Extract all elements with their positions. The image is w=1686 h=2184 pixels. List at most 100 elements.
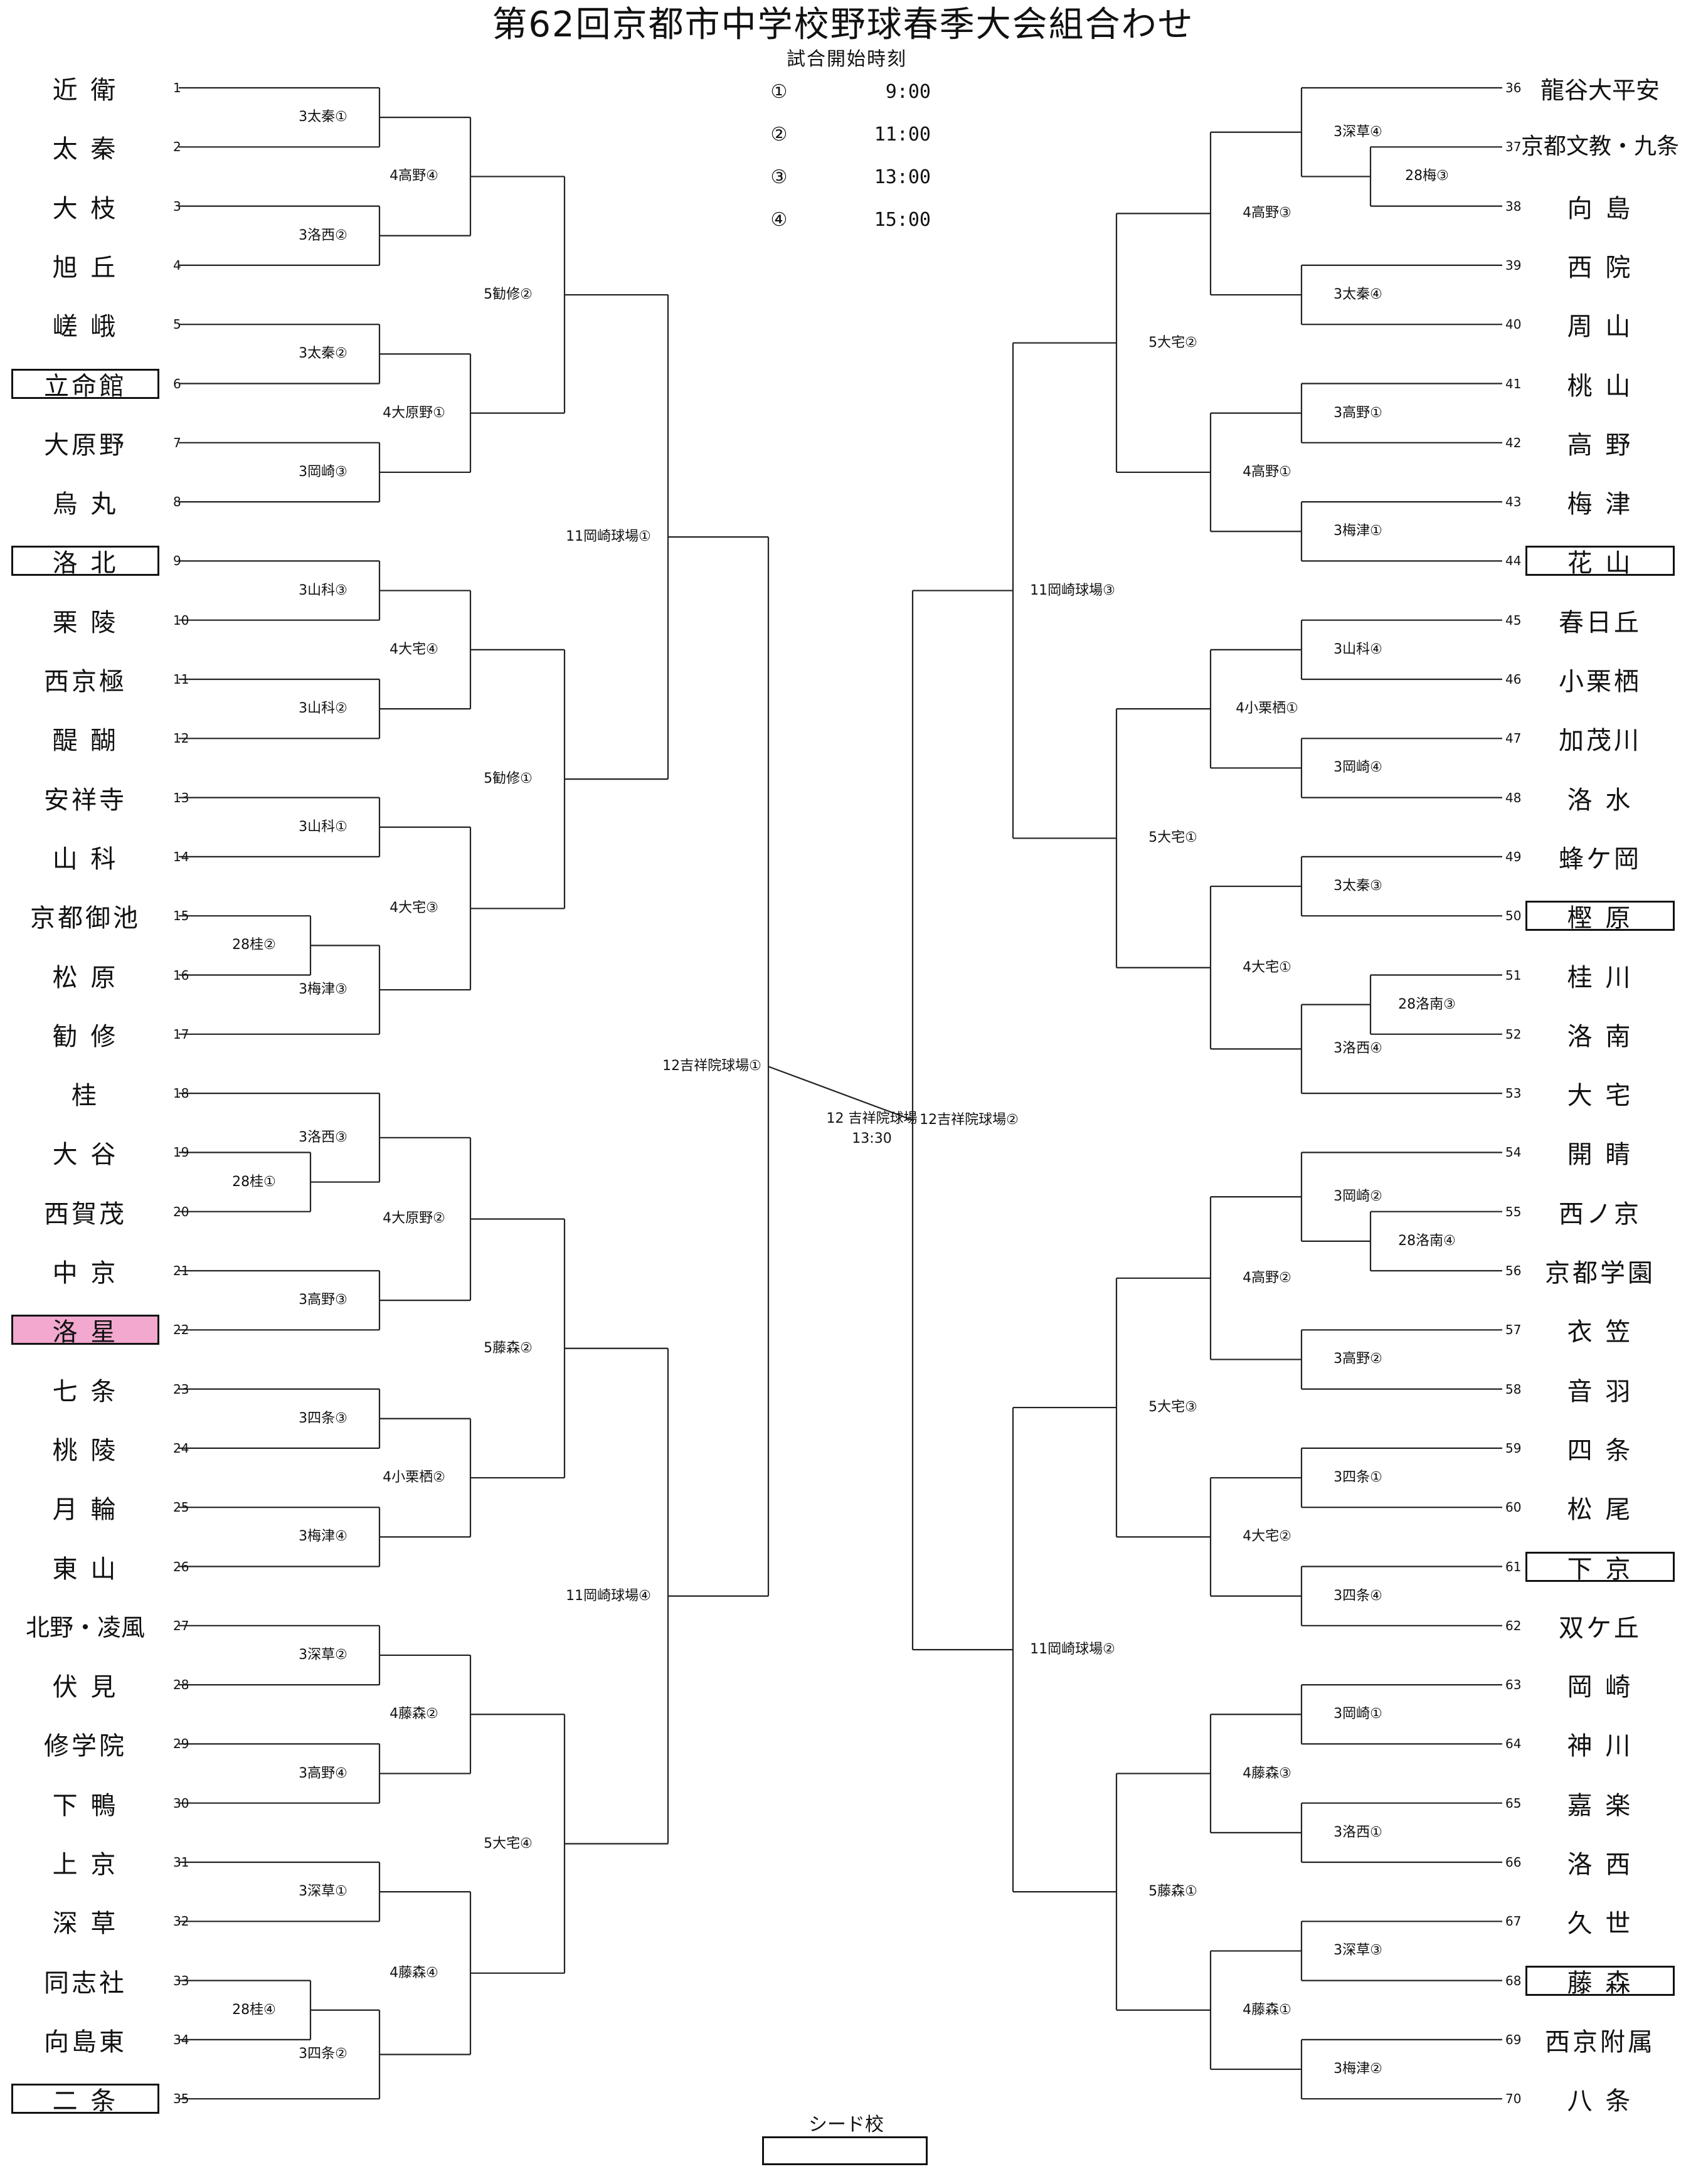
team-name: 西ノ京	[1559, 1199, 1641, 1229]
match-label: 3山科③	[299, 582, 347, 598]
match-label: 4大宅③	[390, 900, 438, 916]
team-number: 24	[173, 1440, 189, 1456]
team-name: 龍谷大平安	[1540, 76, 1660, 104]
match-label: 4高野④	[390, 168, 438, 184]
seeded-team: 洛 北	[11, 546, 159, 578]
match-label: 11岡崎球場④	[566, 1588, 651, 1604]
team-number: 60	[1505, 1500, 1522, 1515]
match-label: 3洛西③	[299, 1129, 347, 1145]
match-label: 3深草③	[1333, 1943, 1382, 1959]
team-number: 11	[173, 672, 189, 687]
team-name: 桃 陵	[52, 1436, 119, 1465]
team-number: 38	[1505, 198, 1522, 214]
team-number: 25	[173, 1500, 189, 1515]
team-number: 36	[1505, 80, 1522, 95]
team-name: 伏 見	[52, 1673, 119, 1702]
match-label: 3梅津③	[299, 982, 347, 998]
match-label: 3山科②	[299, 701, 347, 717]
match-label: 5大宅②	[1148, 334, 1197, 351]
match-label: 3太秦①	[299, 109, 347, 125]
team-number: 3	[173, 198, 181, 214]
team-number: 55	[1505, 1204, 1522, 1219]
team-name: 七 条	[52, 1377, 119, 1406]
seeded-team: 樫 原	[1525, 901, 1675, 933]
match-label: 28洛南③	[1398, 996, 1456, 1012]
team-name: 神 川	[1567, 1732, 1633, 1761]
match-label: 4大宅①	[1243, 959, 1291, 975]
team-number: 69	[1505, 2032, 1522, 2047]
team-name: 月 輪	[52, 1495, 119, 1525]
match-label: 4藤森③	[1243, 1765, 1291, 1781]
team-name: 醍 醐	[52, 726, 119, 756]
team-number: 1	[173, 80, 181, 95]
team-name: 大 宅	[1567, 1081, 1633, 1111]
match-label: 3山科④	[1333, 641, 1382, 657]
match-label: 3梅津②	[1333, 2061, 1382, 2077]
slot-mark: ④	[770, 208, 788, 231]
team-number: 17	[173, 1026, 189, 1042]
bracket-line	[768, 1066, 913, 1121]
team-name: 栗 陵	[52, 608, 119, 637]
team-number: 56	[1505, 1263, 1522, 1278]
team-name: 京都学園	[1545, 1259, 1655, 1288]
match-label: 3太秦④	[1333, 287, 1382, 303]
match-label: 3深草②	[299, 1646, 347, 1663]
team-name: 衣 笠	[1567, 1318, 1633, 1347]
team-name: 山 科	[52, 844, 119, 874]
match-label: 12吉祥院球場②	[920, 1111, 1019, 1128]
team-number: 6	[173, 376, 181, 391]
match-label: 5藤森①	[1148, 1884, 1197, 1900]
team-number: 19	[173, 1145, 189, 1160]
match-label: 5大宅③	[1148, 1399, 1197, 1416]
team-name: 桂 川	[1567, 963, 1633, 992]
team-number: 58	[1505, 1381, 1522, 1397]
team-number: 62	[1505, 1618, 1522, 1633]
team-number: 29	[173, 1736, 189, 1752]
team-number: 64	[1505, 1736, 1522, 1752]
team-number: 26	[173, 1559, 189, 1574]
team-number: 67	[1505, 1914, 1522, 1929]
team-name: 開 睛	[1567, 1140, 1633, 1170]
seeded-team: 洛 星	[11, 1315, 159, 1347]
team-number: 35	[173, 2091, 189, 2107]
team-number: 47	[1505, 731, 1522, 746]
team-name: 嵯 峨	[52, 312, 119, 342]
page-title: 第62回京都市中学校野球春季大会組合わせ	[492, 4, 1194, 45]
match-label: 28梅③	[1405, 168, 1449, 184]
team-name: 高 野	[1567, 430, 1633, 460]
seeded-team: 花 山	[1525, 546, 1675, 578]
slot-time: 11:00	[874, 123, 931, 146]
team-name: 大 谷	[52, 1140, 119, 1170]
team-name: 小栗栖	[1559, 667, 1641, 696]
team-name: 洛 水	[1567, 785, 1633, 815]
team-name: 太 秦	[52, 135, 119, 164]
team-name: 久 世	[1567, 1909, 1633, 1939]
slot-time: 13:00	[874, 166, 931, 188]
match-label: 28桂①	[232, 1174, 276, 1190]
match-label: 3高野①	[1333, 405, 1382, 421]
match-label: 5勧修②	[484, 287, 533, 303]
match-label: 4高野①	[1243, 464, 1291, 480]
match-label: 3高野③	[299, 1292, 347, 1308]
team-number: 41	[1505, 376, 1522, 391]
match-label: 5藤森②	[484, 1340, 533, 1356]
team-name: 音 羽	[1567, 1377, 1633, 1406]
slot-mark: ③	[770, 166, 788, 188]
team-name: 京都文教・九条	[1521, 134, 1680, 160]
team-number: 37	[1505, 139, 1522, 155]
team-name: 周 山	[1567, 312, 1633, 342]
team-name: 上 京	[52, 1850, 119, 1879]
match-label: 3洛西②	[299, 227, 347, 243]
match-label: 3山科①	[299, 819, 347, 835]
match-label: 3梅津①	[1333, 523, 1382, 539]
match-label: 4藤森④	[390, 1964, 438, 1981]
team-name: 修学院	[44, 1732, 127, 1761]
match-label: 5大宅④	[484, 1835, 533, 1852]
team-name: 東 山	[52, 1554, 119, 1584]
match-label: 11岡崎球場③	[1030, 582, 1115, 598]
team-name: 蜂ケ岡	[1559, 844, 1641, 874]
match-label: 5勧修①	[484, 771, 533, 787]
team-number: 39	[1505, 257, 1522, 273]
team-number: 16	[173, 967, 189, 983]
team-name: 松 原	[52, 963, 119, 992]
